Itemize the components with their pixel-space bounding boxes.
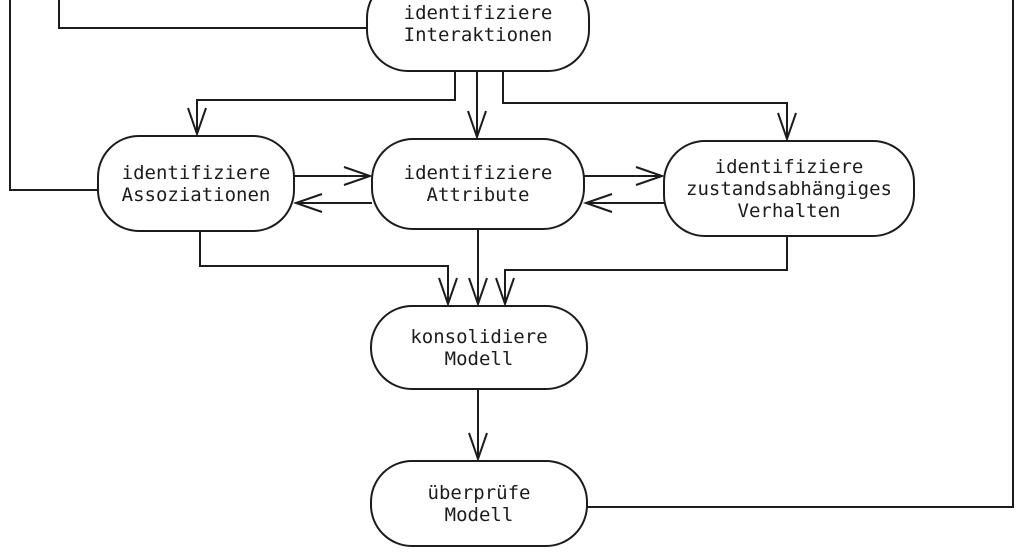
arrowhead-icon bbox=[292, 193, 323, 213]
edge-interaktionen-to-verhalten bbox=[502, 72, 788, 139]
arrowhead-icon bbox=[468, 432, 488, 463]
arrowhead-icon bbox=[495, 277, 515, 308]
arrowhead-icon bbox=[467, 110, 487, 141]
edge-offscreen-top-to-assoziationen bbox=[9, 0, 98, 191]
arrowhead-icon bbox=[187, 107, 207, 138]
edge-ueberpruefe-to-offscreen-top-right bbox=[586, 0, 1014, 508]
arrowhead-icon bbox=[777, 112, 797, 143]
arrowhead-icon bbox=[438, 277, 458, 308]
edge-offscreen-top-to-interaktionen bbox=[58, 0, 367, 29]
arrowhead-icon bbox=[343, 166, 374, 186]
edge-verhalten-to-konsolidiere bbox=[504, 237, 788, 304]
arrowhead-icon bbox=[468, 277, 488, 308]
edge-assoziationen-to-konsolidiere bbox=[199, 232, 449, 304]
arrowhead-icon bbox=[635, 166, 666, 186]
edge-interaktionen-to-assoziationen bbox=[196, 72, 456, 134]
arrowhead-icon bbox=[582, 193, 613, 213]
